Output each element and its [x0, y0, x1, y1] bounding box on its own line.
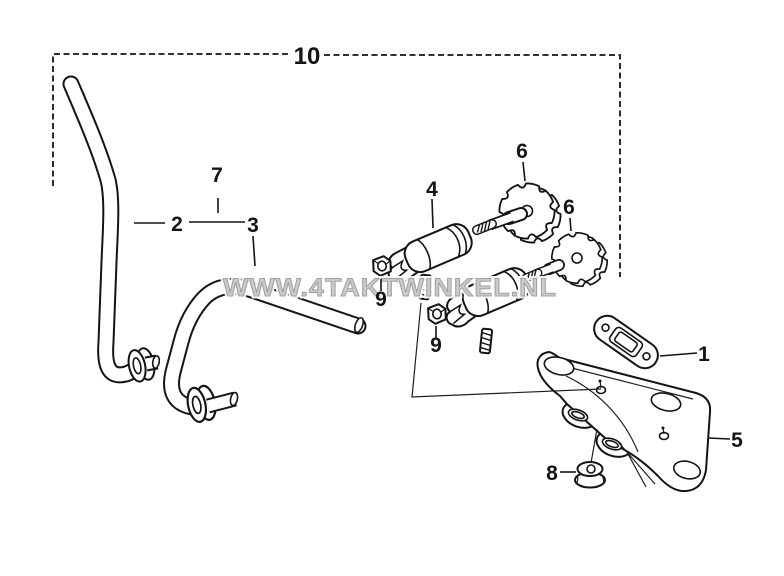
callout-9b: 9 — [430, 326, 442, 357]
pipe-open-end — [353, 316, 365, 334]
callout-6a: 6 — [516, 140, 528, 182]
bracket-hole-topleft — [543, 356, 575, 376]
projection-lines — [411, 302, 602, 464]
bracket-small-hole-b — [658, 426, 670, 441]
handlebar-pipe-upper-part2 — [62, 75, 150, 384]
bracket-hole-bottomright — [672, 460, 702, 480]
handlebar-pipe-lower-part3 — [163, 277, 367, 416]
callout-label-8: 8 — [546, 462, 558, 485]
knob-bolt-b — [521, 259, 565, 283]
bracket-hole-topright — [650, 392, 682, 412]
flange-nut-part8 — [574, 461, 606, 489]
pipe-stub-lower — [206, 391, 239, 414]
bracket-stay-part5 — [536, 351, 712, 493]
callout-2: 2 — [134, 213, 245, 236]
callout-label-6a: 6 — [516, 140, 528, 163]
clamp-stud-b — [478, 327, 494, 355]
bracket-small-hole-a — [595, 379, 607, 395]
bracket-ear-slots — [567, 408, 623, 451]
watermark: WWW.4TAKTWINKEL.NL WWW.4TAKTWINKEL.NL — [221, 272, 559, 305]
callout-label-6b: 6 — [563, 196, 575, 219]
watermark-halo: WWW.4TAKTWINKEL.NL — [223, 274, 557, 302]
callout-label-3: 3 — [247, 214, 259, 237]
callout-8: 8 — [546, 462, 576, 485]
callout-6b: 6 — [563, 196, 575, 232]
callout-9a: 9 — [375, 279, 387, 311]
callout-label-2: 2 — [171, 213, 183, 236]
callout-label-5: 5 — [731, 429, 743, 452]
callout-label-9b: 9 — [430, 334, 442, 357]
star-knob-b-part6 — [546, 227, 613, 292]
stay-cover-plate-part1 — [593, 314, 659, 370]
callout-3: 3 — [247, 214, 259, 267]
pipe-stub-upper — [144, 354, 161, 372]
watermark-text: WWW.4TAKTWINKEL.NL — [223, 274, 557, 302]
assembly-boundary-dashed — [52, 53, 621, 277]
knob-bolt-a — [472, 207, 528, 235]
callout-label-1: 1 — [698, 343, 710, 366]
callout-label-4: 4 — [426, 178, 438, 201]
callout-7: 7 — [211, 164, 223, 213]
callout-1: 1 — [659, 343, 710, 366]
callout-4: 4 — [426, 178, 438, 229]
callout-label-10: 10 — [294, 43, 321, 70]
nut-b-part9 — [425, 302, 449, 326]
callout-label-7: 7 — [211, 164, 223, 187]
callouts: 10 7 2 3 4 6 6 9 — [134, 43, 743, 485]
callout-5: 5 — [707, 429, 743, 452]
callout-label-9a: 9 — [375, 288, 387, 311]
callout-10: 10 — [294, 43, 321, 70]
